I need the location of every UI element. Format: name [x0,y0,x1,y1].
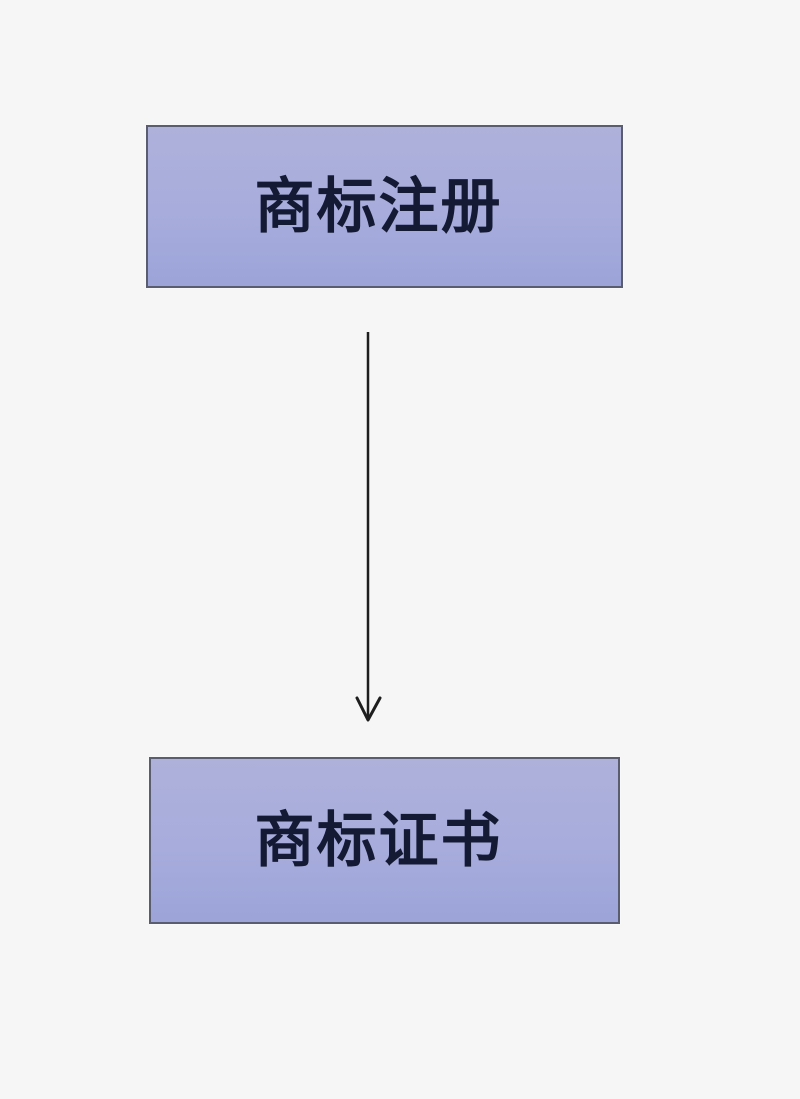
node-label: 商标注册 [254,171,503,242]
node-label: 商标证书 [254,805,503,876]
flow-node-trademark-registration: 商标注册 [146,125,623,288]
arrowhead-icon [355,696,382,722]
flow-node-trademark-certificate: 商标证书 [149,757,620,924]
